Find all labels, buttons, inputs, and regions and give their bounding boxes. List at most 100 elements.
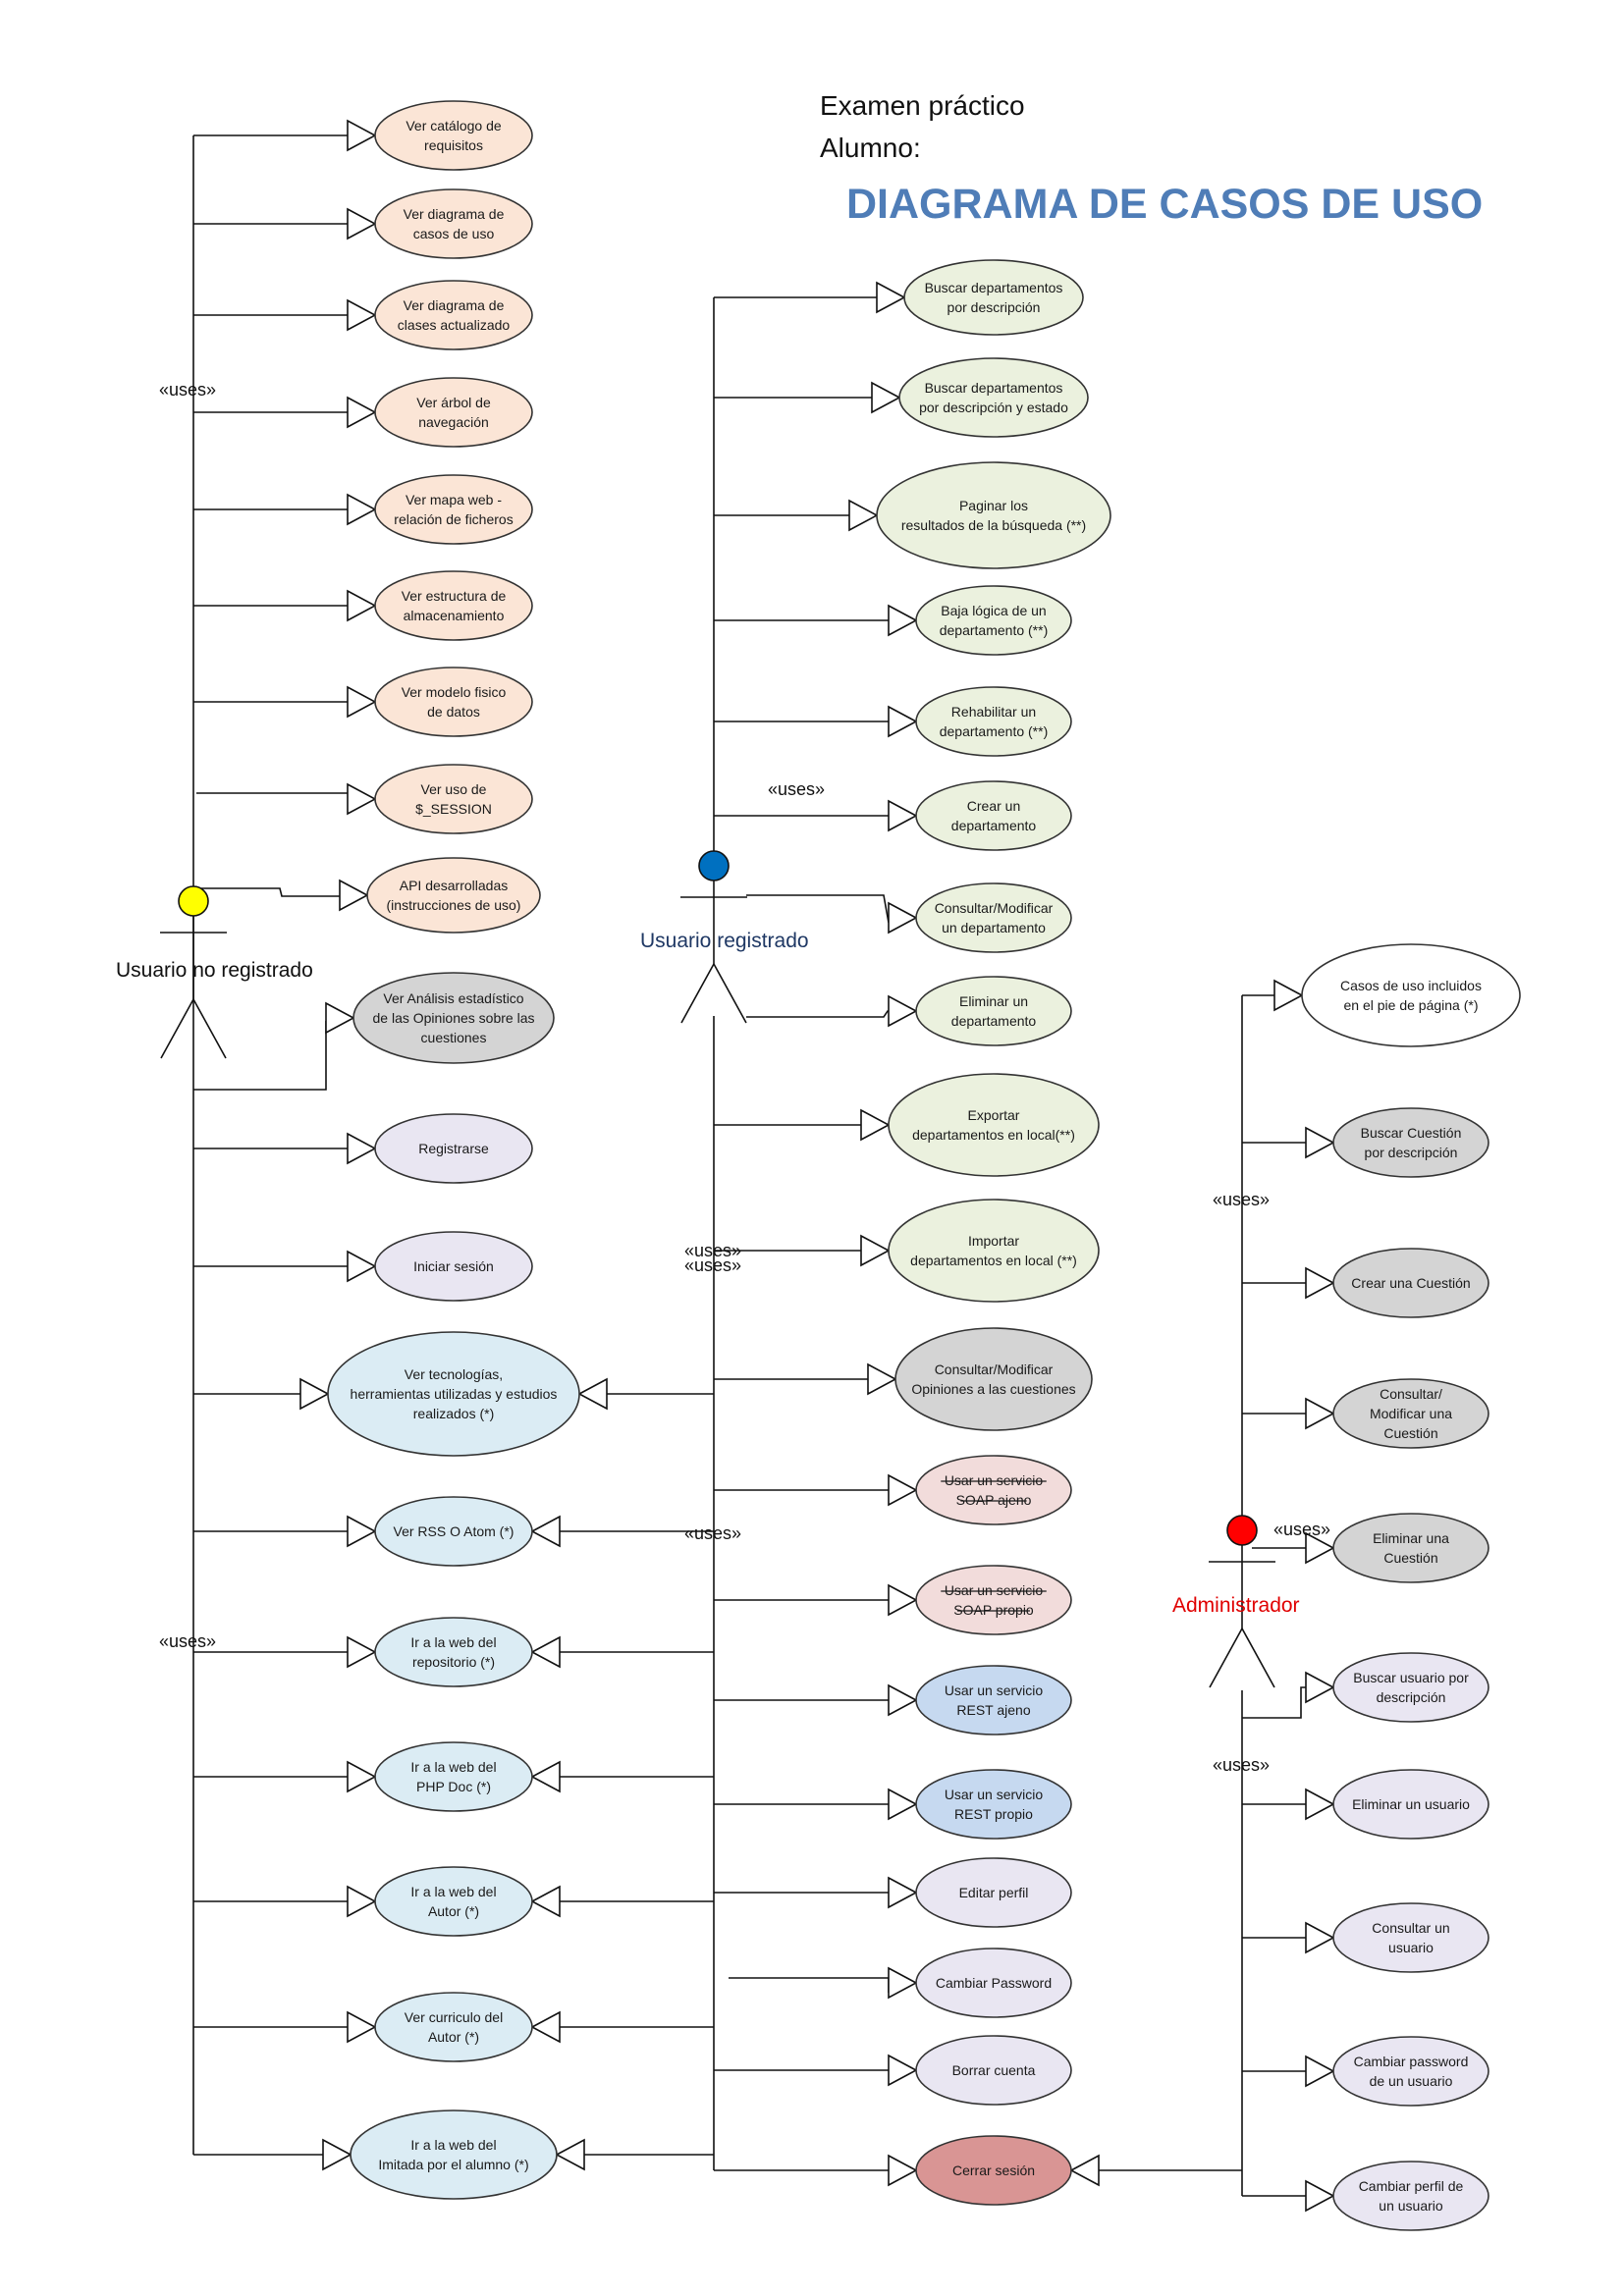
uses-stereotype-label: «uses» (684, 1241, 741, 1260)
use-case-ver-mapa-web-relacion-de-ficheros[interactable]: Ver mapa web -relación de ficheros (374, 474, 533, 545)
use-case-ellipse[interactable] (1332, 1769, 1489, 1840)
use-case-ver-uso-de-session[interactable]: Ver uso de$_SESSION (374, 764, 533, 834)
use-case-ellipse[interactable] (327, 1331, 580, 1457)
use-case-crear-una-cuestion[interactable]: Crear una Cuestión (1332, 1248, 1489, 1318)
use-case-ellipse[interactable] (915, 1948, 1072, 2018)
use-case-ellipse[interactable] (888, 1073, 1100, 1177)
use-case-cambiar-password[interactable]: Cambiar Password (915, 1948, 1072, 2018)
use-case-ellipse[interactable] (374, 188, 533, 259)
use-case-ellipse[interactable] (1301, 943, 1521, 1047)
use-case-ellipse[interactable] (374, 280, 533, 350)
use-case-ellipse[interactable] (915, 2135, 1072, 2206)
use-case-ellipse[interactable] (374, 1231, 533, 1302)
use-case-ellipse[interactable] (915, 686, 1072, 757)
actor-label: Usuario registrado (640, 930, 809, 952)
use-case-iniciar-sesion[interactable]: Iniciar sesión (374, 1231, 533, 1302)
use-case-ellipse[interactable] (915, 1455, 1072, 1525)
use-case-ellipse[interactable] (374, 1866, 533, 1937)
use-case-ellipse[interactable] (903, 259, 1084, 336)
use-case-ver-rss-o-atom[interactable]: Ver RSS O Atom (*) (374, 1496, 533, 1567)
use-case-ellipse[interactable] (366, 857, 541, 934)
use-case-ellipse[interactable] (915, 585, 1072, 656)
use-case-ellipse[interactable] (915, 2035, 1072, 2106)
use-case-ellipse[interactable] (374, 1617, 533, 1687)
use-case-cerrar-sesion[interactable]: Cerrar sesión (915, 2135, 1072, 2206)
use-case-ellipse[interactable] (915, 1857, 1072, 1928)
use-case-ellipse[interactable] (1332, 1513, 1489, 1583)
use-case-ellipse[interactable] (1332, 2036, 1489, 2107)
use-case-borrar-cuenta[interactable]: Borrar cuenta (915, 2035, 1072, 2106)
use-case-ellipse[interactable] (374, 570, 533, 641)
use-case-ellipse[interactable] (1332, 1902, 1489, 1973)
use-case-ellipse[interactable] (350, 2109, 558, 2200)
use-case-ellipse[interactable] (876, 461, 1111, 569)
use-case-ellipse[interactable] (1332, 1378, 1489, 1449)
use-case-ellipse[interactable] (374, 1992, 533, 2062)
use-case-ellipse[interactable] (1332, 2161, 1489, 2231)
use-case-api-desarrolladas-instrucciones-de-uso[interactable]: API desarrolladas(instrucciones de uso) (366, 857, 541, 934)
use-case-ellipse[interactable] (374, 1496, 533, 1567)
use-case-ellipse[interactable] (898, 357, 1089, 438)
use-case-ellipse[interactable] (1332, 1652, 1489, 1723)
use-case-registrarse[interactable]: Registrarse (374, 1113, 533, 1184)
use-case-ellipse[interactable] (915, 1769, 1072, 1840)
use-case-ellipse[interactable] (374, 667, 533, 737)
use-case-ellipse[interactable] (374, 377, 533, 448)
use-case-label: Cuestión (1383, 1425, 1437, 1441)
use-case-ellipse[interactable] (1332, 1248, 1489, 1318)
use-case-ellipse[interactable] (374, 100, 533, 171)
use-case-ellipse[interactable] (915, 882, 1072, 953)
use-case-ver-tecnologias-herramientas-utilizadas-[interactable]: Ver tecnologías,herramientas utilizadas … (327, 1331, 580, 1457)
use-case-eliminar-un-usuario[interactable]: Eliminar un usuario (1332, 1769, 1489, 1840)
use-case-ellipse[interactable] (888, 1199, 1100, 1303)
use-case-ellipse[interactable] (374, 474, 533, 545)
use-case-ellipse[interactable] (915, 976, 1072, 1046)
use-case-ellipse[interactable] (894, 1327, 1093, 1431)
use-case-ellipse[interactable] (374, 1113, 533, 1184)
use-case-ellipse[interactable] (1332, 1107, 1489, 1178)
use-case-ellipse[interactable] (915, 1565, 1072, 1635)
use-case-ellipse[interactable] (915, 1665, 1072, 1735)
use-case-ellipse[interactable] (374, 1741, 533, 1812)
use-case-label: Ir a la web del (410, 1759, 496, 1775)
use-case-ellipse[interactable] (915, 780, 1072, 851)
use-case-ellipse[interactable] (374, 764, 533, 834)
use-case-editar-perfil[interactable]: Editar perfil (915, 1857, 1072, 1928)
use-case-ellipse[interactable] (352, 972, 555, 1064)
